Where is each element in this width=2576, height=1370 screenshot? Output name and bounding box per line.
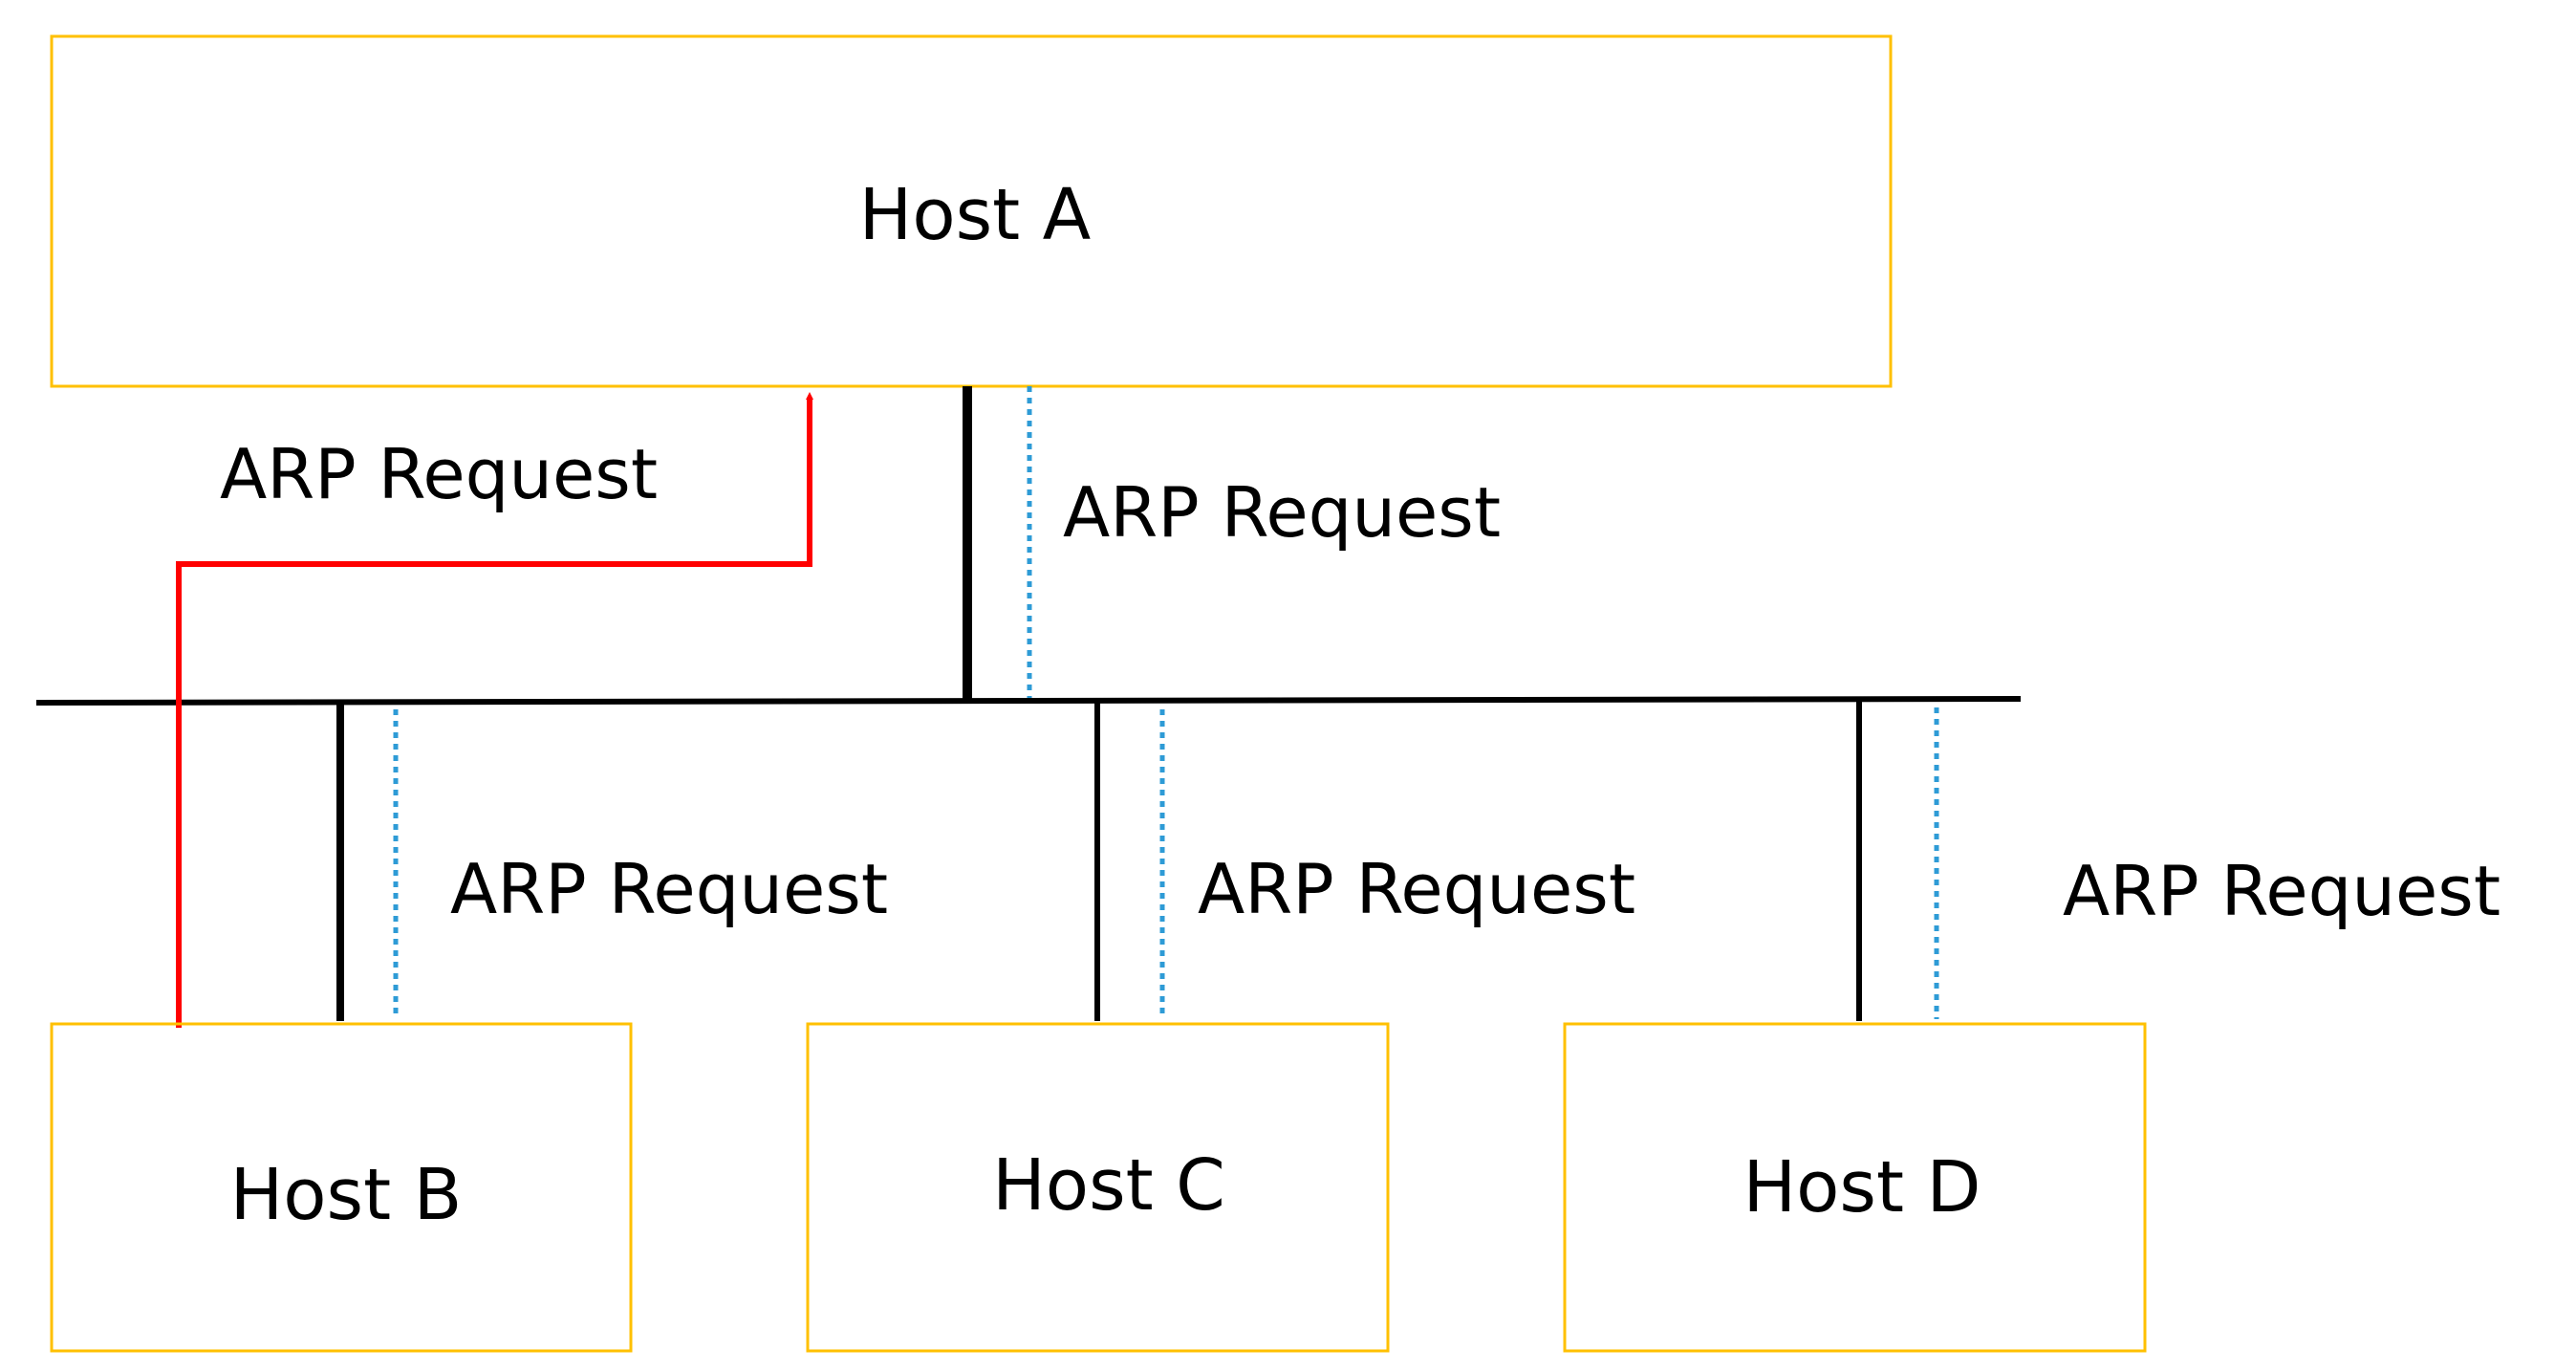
arp-request-label-host-c: ARP Request — [1198, 849, 1635, 929]
arp-request-label-host-d: ARP Request — [2063, 851, 2500, 931]
arp-request-label-host-a: ARP Request — [1063, 472, 1501, 553]
host-d: Host D — [1563, 1022, 2147, 1353]
arp-request-label-reply: ARP Request — [220, 434, 658, 514]
host-b-label: Host B — [230, 1154, 463, 1236]
host-b-box — [50, 1022, 633, 1353]
arp-request-label-host-b: ARP Request — [450, 849, 888, 929]
network-bus — [35, 696, 2022, 706]
host-c: Host C — [806, 1022, 1390, 1353]
host-d-label: Host D — [1743, 1146, 1981, 1229]
host-a-label: Host A — [859, 174, 1092, 256]
host-b: Host B — [50, 1022, 633, 1353]
host-c-label: Host C — [992, 1144, 1225, 1227]
reply-arrow — [176, 392, 813, 1028]
host-d-box — [1563, 1022, 2147, 1353]
host-c-box — [806, 1022, 1390, 1353]
host-a: Host A — [50, 34, 1893, 388]
